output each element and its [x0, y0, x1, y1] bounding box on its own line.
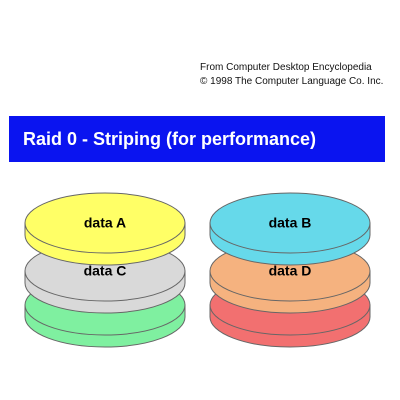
disk-label: data B — [269, 215, 312, 231]
copyright-credit: From Computer Desktop Encyclopedia © 199… — [200, 61, 396, 89]
credit-copyright: © 1998 The Computer Language Co. Inc. — [200, 76, 384, 87]
credit-source: From Computer Desktop Encyclopedia — [200, 62, 372, 73]
disk-label: data C — [84, 263, 127, 279]
disk-top — [209, 192, 371, 254]
disk-top — [24, 192, 186, 254]
disk-data-b: data B — [209, 192, 371, 266]
diagram-title: Raid 0 - Striping (for performance) — [23, 129, 317, 149]
disk-label: data D — [269, 263, 312, 279]
disk-data-a: data A — [24, 192, 186, 266]
diagram-title-banner: Raid 0 - Striping (for performance) — [9, 116, 385, 162]
disk-label: data A — [84, 215, 126, 231]
